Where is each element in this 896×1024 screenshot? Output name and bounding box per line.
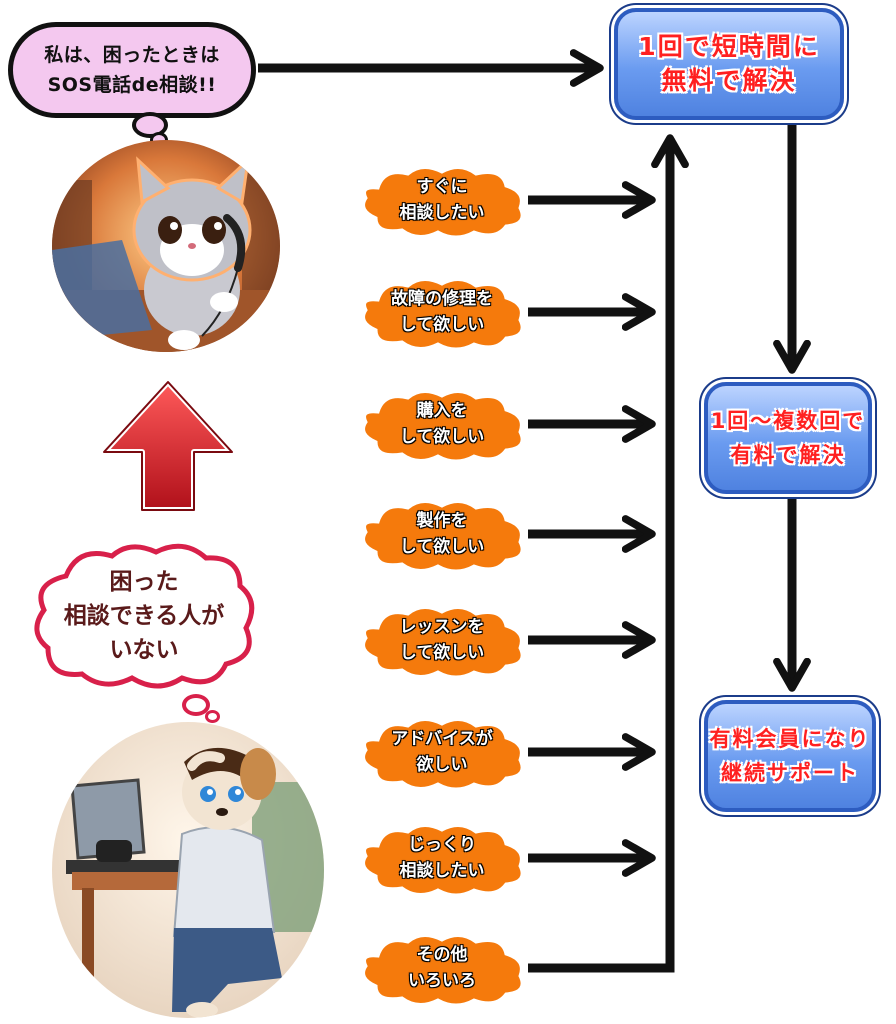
option-line-2: いろいろ [408, 971, 476, 991]
option-line-2: 相談したい [399, 203, 485, 223]
option-arrows [528, 181, 656, 877]
option-line-2: 欲しい [416, 755, 468, 775]
option-production: 製作を して欲しい [356, 496, 528, 572]
result-line-2: 継続サポート [721, 761, 859, 785]
option-line-1: その他 [416, 945, 468, 965]
result-line-2: 有料で解決 [730, 443, 846, 467]
option-line-1: 製作を [416, 511, 468, 531]
option-other: その他 いろいろ [356, 930, 528, 1006]
option-cloud-shape [362, 278, 524, 350]
option-line-1: すぐに [416, 177, 468, 197]
option-repair: 故障の修理を して欲しい [356, 274, 528, 350]
result-line-1: 有料会員になり [709, 727, 871, 751]
option-line-2: して欲しい [399, 427, 485, 447]
speech-line-2: SOS電話de相談!! [47, 74, 217, 96]
collector-line [528, 134, 689, 973]
thought-tail-dot-small [205, 710, 220, 723]
option-cloud-shape [362, 166, 524, 238]
option-cloud-shape [362, 934, 524, 1006]
result-line-1: 1回で短時間に [638, 32, 820, 61]
thought-line-2: 相談できる人が [63, 603, 225, 629]
option-line-2: して欲しい [399, 643, 485, 663]
option-line-1: レッスンを [399, 617, 485, 637]
option-line-2: 相談したい [399, 861, 485, 881]
cat-on-phone-illustration [52, 140, 280, 352]
option-careful-consult: じっくり 相談したい [356, 820, 528, 896]
result-line-1: 1回～複数回で [710, 409, 866, 433]
option-purchase: 購入を して欲しい [356, 386, 528, 462]
option-line-1: 故障の修理を [391, 289, 493, 309]
speech-bubble: 私は、困ったときは SOS電話de相談!! [8, 22, 256, 118]
worried-dog-illustration [52, 722, 324, 1018]
option-cloud-shape [362, 718, 524, 790]
option-cloud-shape [362, 390, 524, 462]
option-cloud-shape [362, 500, 524, 572]
thought-line-1: 困った [109, 569, 179, 595]
option-line-1: じっくり [408, 835, 476, 855]
result-paid-multiple: 1回～複数回で 有料で解決 [704, 382, 872, 494]
thought-tail-dot [182, 694, 210, 716]
option-lesson: レッスンを して欲しい [356, 602, 528, 678]
option-advice: アドバイスが 欲しい [356, 714, 528, 790]
thought-cloud: 困った 相談できる人が いない [26, 552, 262, 680]
speech-line-1: 私は、困ったときは [44, 44, 220, 66]
red-up-arrow-icon [101, 379, 235, 513]
option-line-1: 購入を [416, 401, 468, 421]
result-paid-membership: 有料会員になり 継続サポート [704, 700, 876, 812]
option-quick-consult: すぐに 相談したい [356, 162, 528, 238]
option-line-1: アドバイスが [391, 729, 493, 749]
option-cloud-shape [362, 606, 524, 678]
result-line-2: 無料で解決 [661, 66, 797, 95]
result-free-single: 1回で短時間に 無料で解決 [614, 8, 844, 120]
thought-line-3: いない [109, 637, 179, 663]
option-line-2: して欲しい [399, 315, 485, 335]
option-cloud-shape [362, 824, 524, 896]
option-line-2: して欲しい [399, 537, 485, 557]
thought-cloud-shape [34, 543, 255, 689]
